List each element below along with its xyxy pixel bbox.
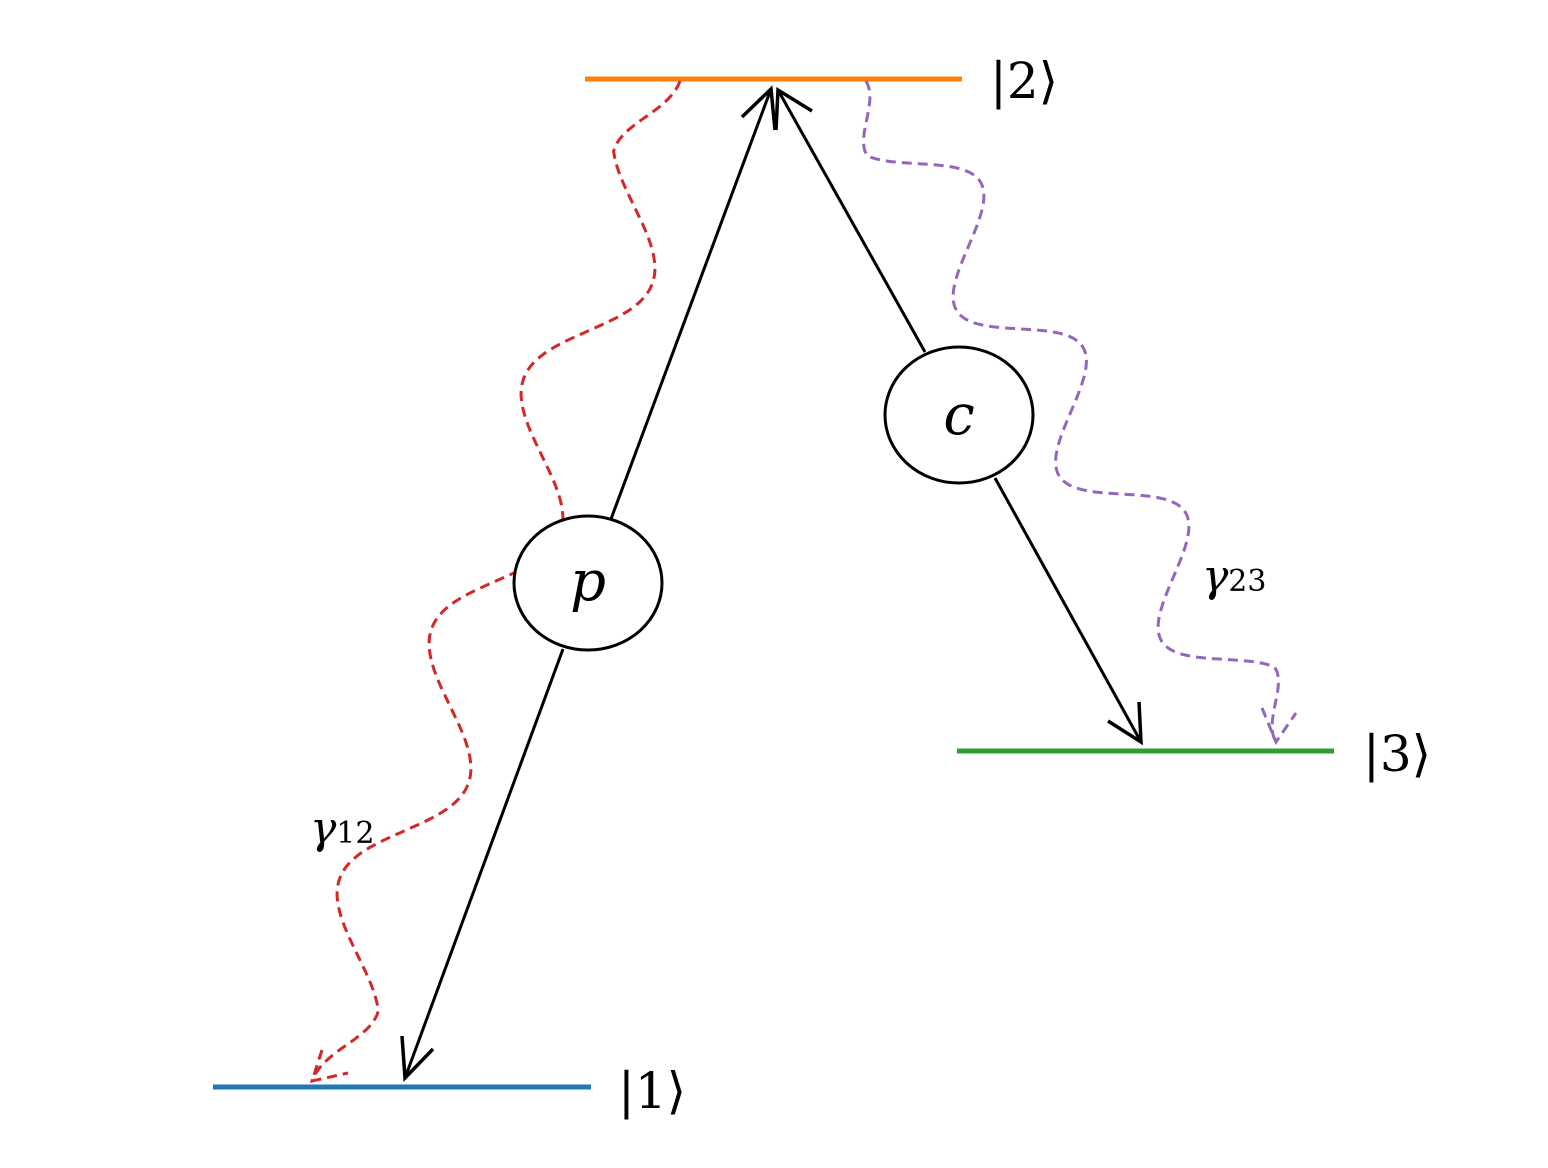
coupling-arrow-lower-segment bbox=[993, 477, 1143, 743]
level-3-label: |3⟩ bbox=[1363, 725, 1431, 783]
decay-gamma23-arrowhead bbox=[1260, 707, 1298, 746]
probe-arrowhead-bottom bbox=[400, 1035, 435, 1083]
probe-field-label: p bbox=[570, 549, 606, 614]
probe-arrow-upper-segment bbox=[609, 88, 773, 520]
gamma12-label: γ12 bbox=[310, 803, 374, 854]
gamma12-subscript: 12 bbox=[336, 816, 374, 851]
probe-arrow-lower-segment bbox=[403, 648, 565, 1079]
coupling-field-label: c bbox=[943, 383, 974, 448]
decay-gamma23-wavy-arrow bbox=[862, 80, 1280, 743]
level-1-label: |1⟩ bbox=[618, 1062, 686, 1120]
coupling-field-circle bbox=[883, 345, 1035, 485]
gamma23-label: γ23 bbox=[1202, 551, 1266, 602]
coupling-arrowhead-bottom bbox=[1107, 701, 1143, 746]
gamma23-symbol: γ bbox=[1202, 551, 1229, 602]
probe-field-circle bbox=[512, 514, 664, 652]
decay-gamma12-arrowhead bbox=[309, 1049, 349, 1084]
coupling-arrowhead-top bbox=[774, 86, 813, 131]
level-2-label: |2⟩ bbox=[990, 52, 1058, 110]
coupling-arrow-upper-segment bbox=[776, 89, 927, 353]
decay-gamma12-wavy-arrow bbox=[310, 80, 682, 1082]
gamma23-subscript: 23 bbox=[1228, 564, 1266, 599]
gamma12-symbol: γ bbox=[310, 803, 337, 854]
probe-arrowhead-top bbox=[740, 85, 777, 131]
